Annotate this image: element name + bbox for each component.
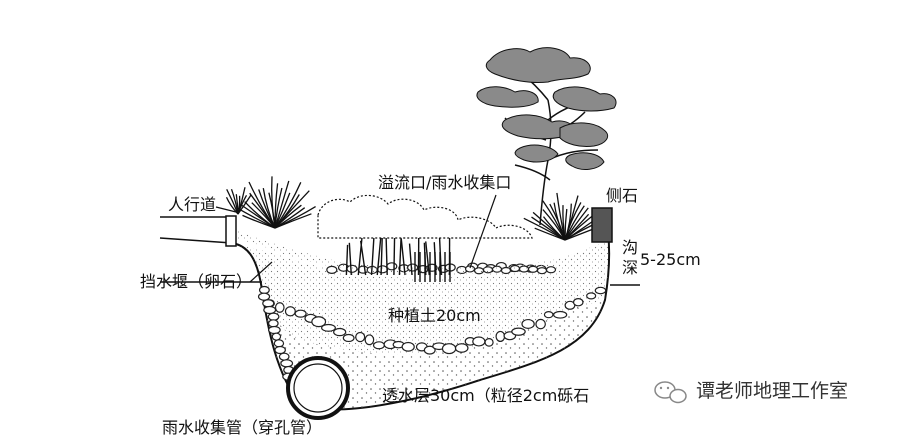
- tree-canopy: [477, 48, 616, 170]
- pebble: [264, 307, 276, 314]
- pebble: [538, 268, 547, 274]
- pebble: [374, 342, 385, 349]
- pebble: [322, 325, 336, 332]
- pebble: [595, 287, 605, 293]
- label-overflow-inlet: 溢流口/雨水收集口: [378, 175, 511, 191]
- pebble: [547, 267, 556, 273]
- background-shrubs: [318, 195, 532, 238]
- right-grass: [524, 193, 600, 240]
- collection-pipe: [288, 358, 348, 418]
- pebble: [455, 344, 467, 353]
- left-grass: [227, 176, 316, 228]
- label-ditch-char2: 深: [622, 260, 638, 276]
- pebble: [574, 299, 583, 306]
- label-planting-soil: 种植土20cm: [388, 308, 481, 324]
- pebble: [269, 327, 281, 334]
- pebble: [473, 337, 485, 346]
- pebble: [263, 300, 274, 307]
- label-collection-pipe: 雨水收集管（穿孔管）: [162, 420, 322, 436]
- label-sidewalk: 人行道: [168, 197, 216, 213]
- label-ditch-char1: 沟: [622, 240, 638, 256]
- pebble: [443, 344, 456, 354]
- pebble: [485, 339, 493, 346]
- pebble: [365, 335, 373, 345]
- pebble: [259, 293, 270, 300]
- pebble: [260, 287, 270, 294]
- label-curb: 侧石: [606, 188, 638, 204]
- pebble: [269, 320, 278, 327]
- pebble: [587, 293, 596, 299]
- pebble: [402, 343, 414, 352]
- sidewalk-curb: [226, 216, 236, 246]
- right-curb-stone: [592, 208, 612, 242]
- pebble: [281, 360, 293, 367]
- pebble: [496, 331, 505, 341]
- label-permeable-layer: 透水层30cm（粒径2cm砾石: [382, 388, 589, 404]
- pebble: [554, 311, 567, 318]
- pebble: [276, 303, 284, 313]
- pebble: [279, 353, 289, 360]
- label-ditch-depth: 5-25cm: [640, 252, 701, 268]
- pebble: [512, 328, 525, 335]
- pebble: [286, 307, 296, 316]
- label-retaining-weir: 挡水堰（卵石）: [140, 274, 252, 290]
- pebble: [327, 266, 337, 273]
- pebble: [295, 310, 306, 317]
- pebble: [268, 313, 279, 320]
- pebble: [356, 332, 365, 341]
- wechat-icon: [655, 382, 686, 403]
- pebble: [272, 333, 280, 340]
- pebble: [544, 312, 552, 318]
- pebble: [343, 335, 354, 342]
- pebble: [275, 347, 285, 354]
- pebble: [334, 329, 346, 336]
- pebble: [536, 319, 545, 328]
- watermark-text: 谭老师地理工作室: [696, 382, 848, 401]
- pebble: [274, 340, 283, 347]
- pebble: [522, 320, 534, 329]
